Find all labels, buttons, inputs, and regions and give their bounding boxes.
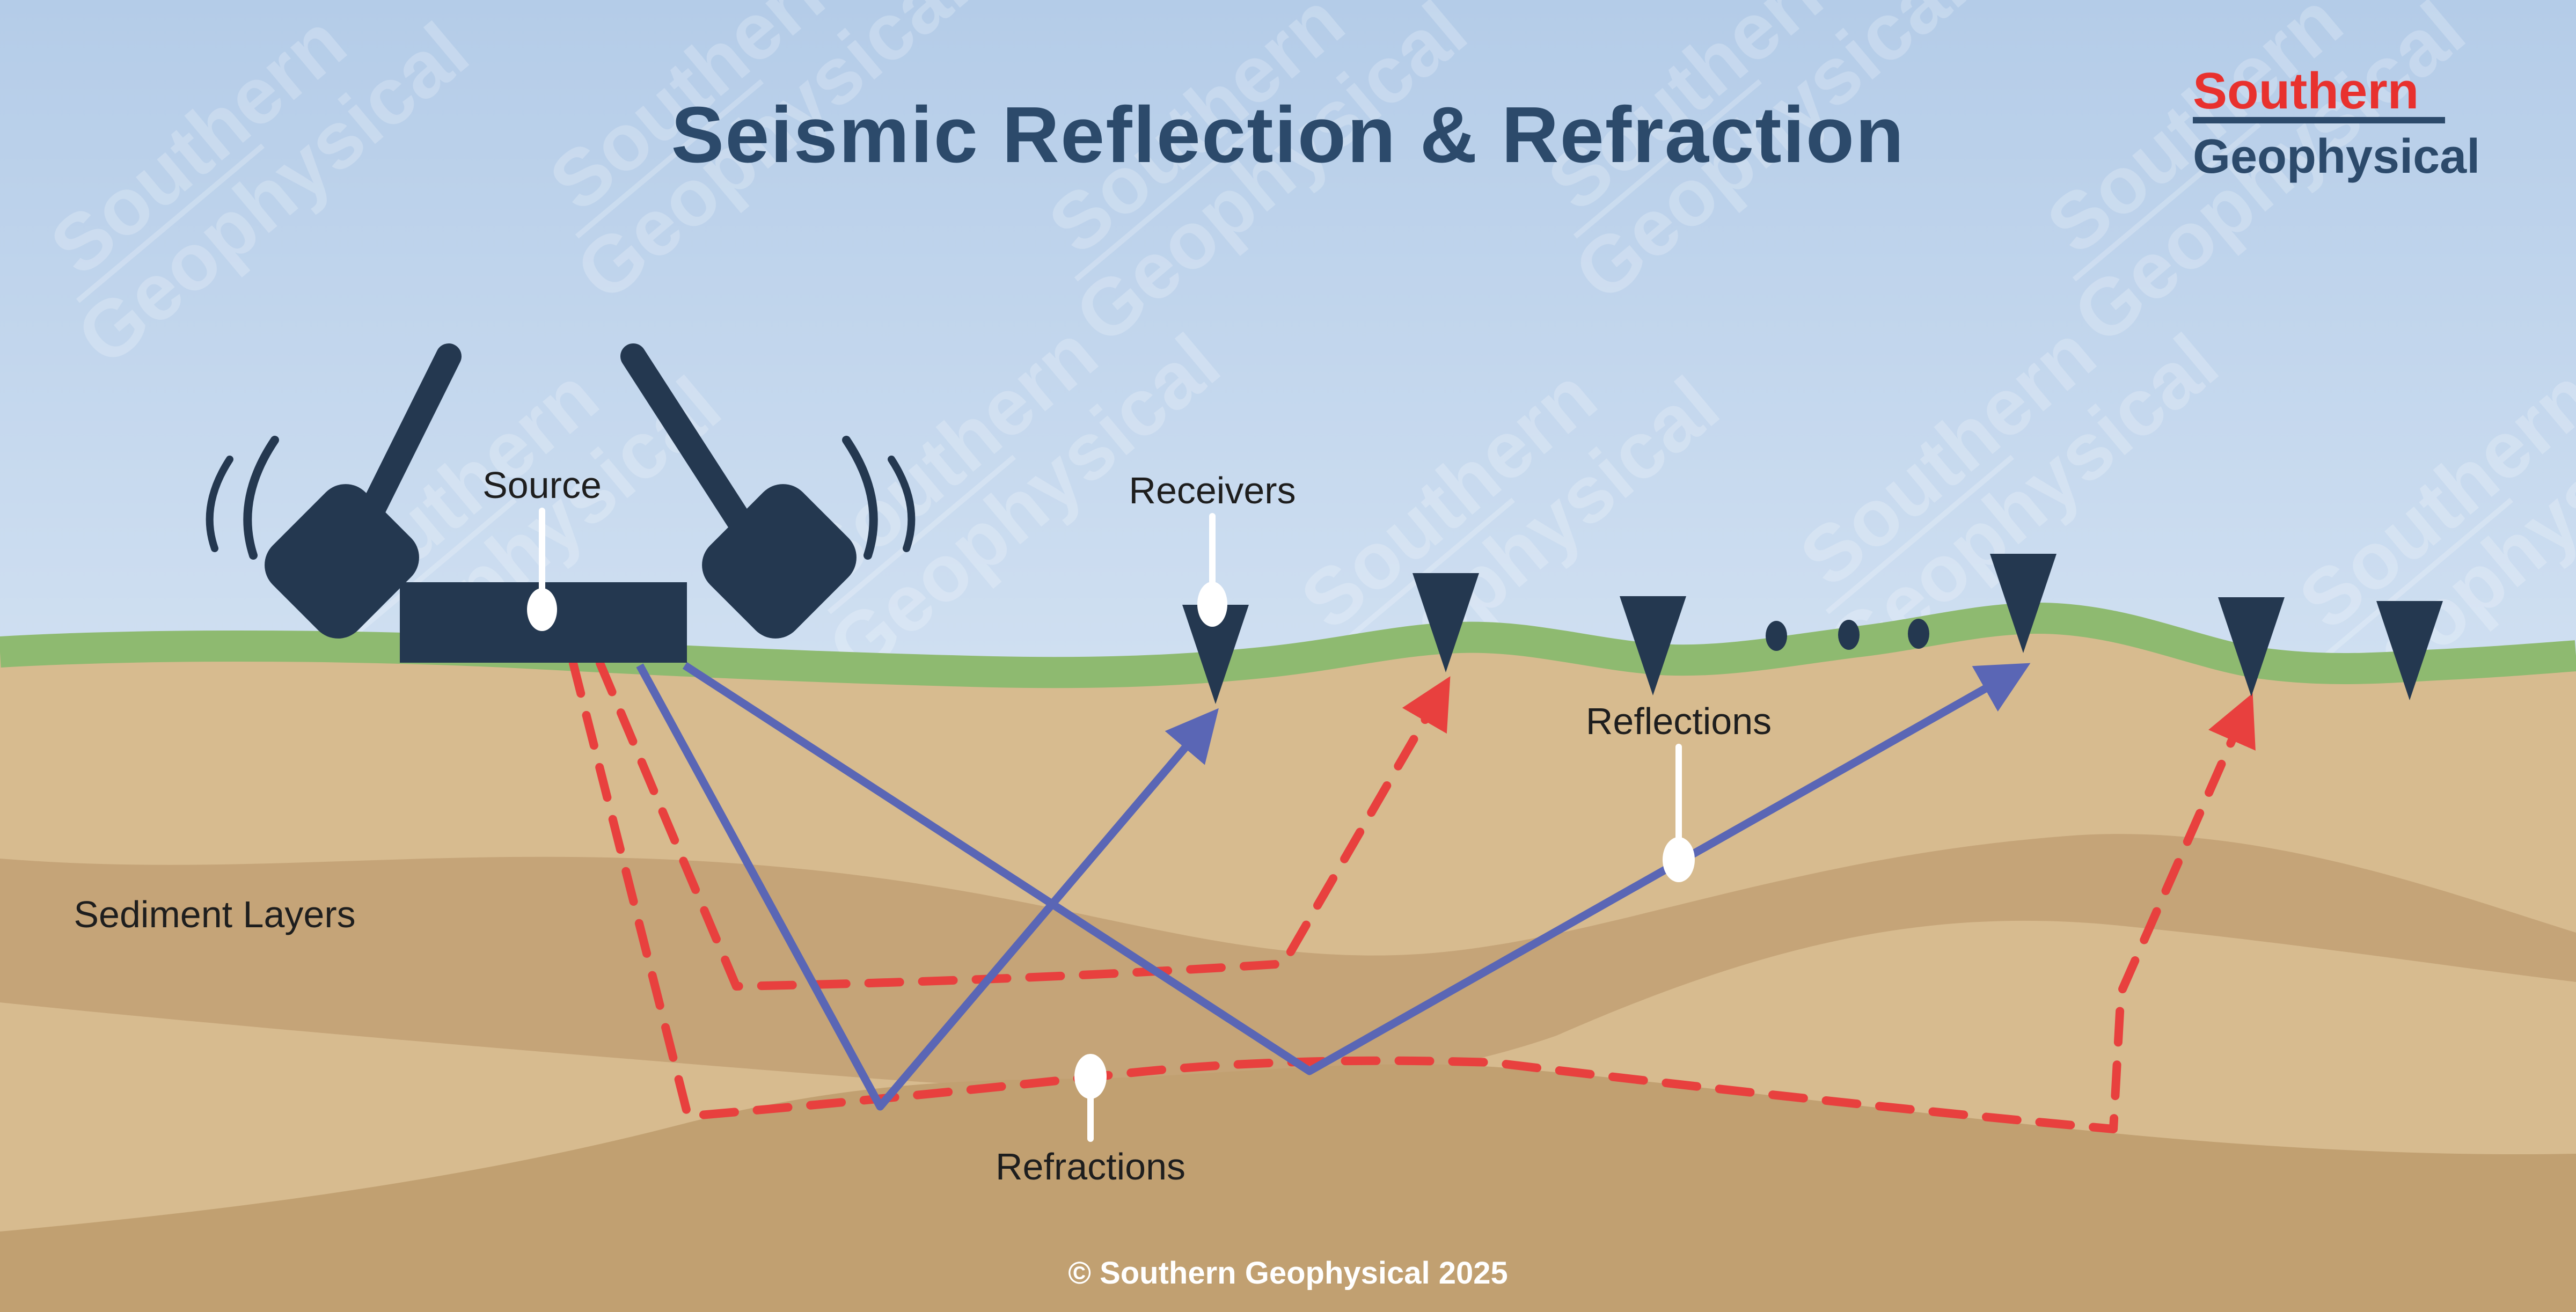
- watermark-underline: [1573, 79, 1762, 239]
- watermark-underline: [1825, 455, 2014, 614]
- right-swing-arc: [842, 436, 878, 560]
- reflections-label: Reflections: [1586, 700, 1772, 742]
- reflections-pointer-dot: [1663, 837, 1695, 882]
- logo-line2: Geophysical: [2193, 130, 2480, 184]
- refractions-pointer-dot: [1074, 1054, 1107, 1099]
- ellipsis-dot: [1908, 619, 1929, 649]
- source-label: Source: [482, 464, 602, 506]
- source-callout: Source: [482, 464, 602, 631]
- right-swing-arc: [888, 456, 916, 552]
- right-hammer-icon: [620, 343, 916, 639]
- reflections-callout: Reflections: [1586, 700, 1772, 882]
- left-swing-arc: [206, 456, 233, 552]
- receivers-label: Receivers: [1129, 470, 1296, 511]
- left-swing-arc: [243, 436, 279, 560]
- sediment-layer-deep: [0, 1064, 2576, 1312]
- watermark-underline: [2324, 497, 2513, 657]
- source-pointer-dot: [527, 588, 557, 631]
- right-hammer-head: [702, 484, 857, 639]
- refractions-callout: Refractions: [996, 1054, 1185, 1188]
- sediment-layers-label: Sediment Layers: [74, 893, 355, 935]
- receiver-icon: [1990, 554, 2057, 653]
- watermark-underline: [575, 79, 764, 239]
- refraction-ray-deep: [569, 659, 2256, 1133]
- receiver-icon: [1182, 605, 1249, 704]
- receivers-callout: Receivers: [1129, 470, 1296, 627]
- reflection-ray-near: [636, 663, 1219, 1111]
- reflection-ray-far: [682, 662, 2031, 1075]
- ellipsis-dot: [1838, 620, 1860, 650]
- watermark-underline: [76, 143, 265, 303]
- watermark-underline: [1074, 122, 1263, 282]
- watermark-underline: [328, 497, 517, 657]
- receiver-array: [1182, 554, 2443, 704]
- receiver-icon: [2218, 597, 2285, 697]
- copyright-text: © Southern Geophysical 2025: [1068, 1256, 1508, 1291]
- receiver-icon: [1413, 573, 1479, 672]
- receiver-icon: [1620, 596, 1686, 695]
- left-hammer-icon: [206, 343, 462, 639]
- sediment-layer-dark-band: [0, 834, 2576, 1091]
- refraction-ray-shallow: [596, 659, 1451, 991]
- logo-line1: Southern: [2193, 62, 2419, 120]
- watermark-underline: [2072, 122, 2261, 282]
- right-hammer-handle: [620, 343, 763, 551]
- reflection-rays: [636, 662, 2031, 1111]
- ellipsis-dot: [1766, 621, 1787, 651]
- left-hammer-head: [265, 484, 419, 639]
- page-title: Seismic Reflection & Refraction: [671, 91, 1905, 179]
- watermark-underline: [827, 455, 1016, 614]
- receivers-pointer-dot: [1197, 582, 1227, 627]
- company-logo: Southern Geophysical: [2193, 62, 2480, 184]
- refraction-rays: [569, 659, 2256, 1133]
- refractions-label: Refractions: [996, 1146, 1185, 1188]
- receiver-icon: [2376, 601, 2443, 700]
